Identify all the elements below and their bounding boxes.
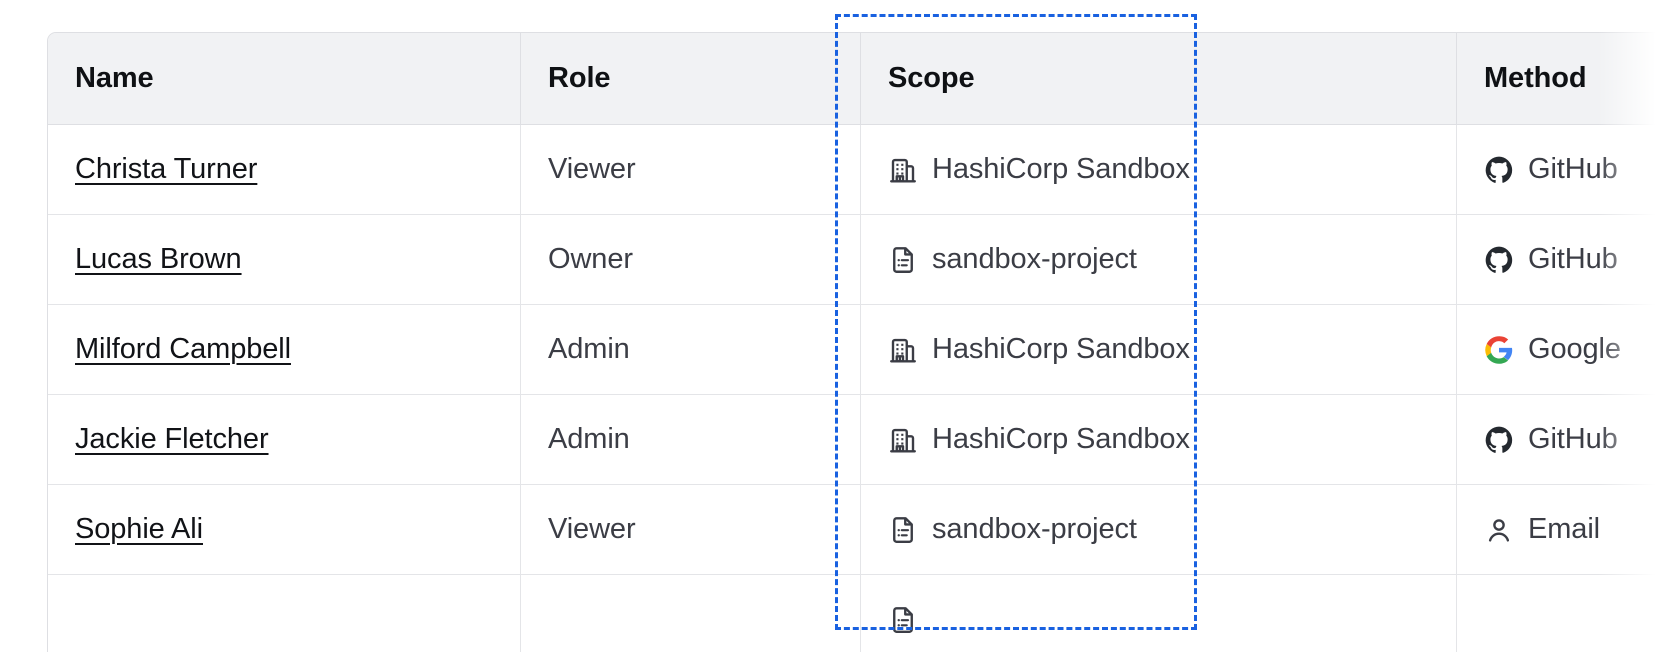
table-row[interactable]: Sophie Ali Viewer sandbox-project Email: [48, 485, 1672, 575]
table-row[interactable]: Christa Turner Viewer HashiCorp Sandbox Git…: [48, 125, 1672, 215]
cell-role: Admin: [520, 305, 860, 395]
cell-role: [520, 575, 860, 652]
member-name-link[interactable]: Christa Turner: [75, 153, 258, 185]
method-label: GitHub: [1528, 423, 1618, 455]
cell-scope: sandbox-project: [860, 215, 1456, 305]
cell-method: Email: [1456, 485, 1672, 575]
cell-name: Lucas Brown: [48, 215, 520, 305]
table-header: Name Role Scope Method: [48, 33, 1672, 125]
cell-scope: [860, 575, 1456, 652]
scope-label: HashiCorp Sandbox: [932, 333, 1190, 365]
project-document-icon: [888, 245, 918, 275]
column-header-method[interactable]: Method: [1456, 33, 1672, 125]
cell-name: [48, 575, 520, 652]
cell-name: Milford Campbell: [48, 305, 520, 395]
github-icon: [1484, 155, 1514, 185]
organization-icon: [888, 155, 918, 185]
method-label: Email: [1528, 513, 1601, 545]
cell-role: Viewer: [520, 485, 860, 575]
member-name-link[interactable]: Jackie Fletcher: [75, 423, 269, 455]
method-label: GitHub: [1528, 243, 1618, 275]
column-header-scope[interactable]: Scope: [860, 33, 1456, 125]
cell-scope: sandbox-project: [860, 485, 1456, 575]
cell-method: Google: [1456, 305, 1672, 395]
cell-name: Sophie Ali: [48, 485, 520, 575]
column-header-name[interactable]: Name: [48, 33, 520, 125]
scope-label: HashiCorp Sandbox: [932, 153, 1190, 185]
organization-icon: [888, 425, 918, 455]
cell-method: [1456, 575, 1672, 652]
cell-scope: HashiCorp Sandbox: [860, 305, 1456, 395]
cell-method: GitHub: [1456, 395, 1672, 485]
cell-name: Jackie Fletcher: [48, 395, 520, 485]
cell-role: Owner: [520, 215, 860, 305]
cell-role: Admin: [520, 395, 860, 485]
method-label: GitHub: [1528, 153, 1618, 185]
cell-method: GitHub: [1456, 215, 1672, 305]
google-icon: [1484, 335, 1514, 365]
cell-name: Christa Turner: [48, 125, 520, 215]
github-icon: [1484, 425, 1514, 455]
user-icon: [1484, 515, 1514, 545]
scope-label: sandbox-project: [932, 243, 1137, 275]
cell-role: Viewer: [520, 125, 860, 215]
member-name-link[interactable]: Lucas Brown: [75, 243, 242, 275]
table-row[interactable]: Jackie Fletcher Admin HashiCorp Sandbox Git…: [48, 395, 1672, 485]
cell-scope: HashiCorp Sandbox: [860, 395, 1456, 485]
cell-scope: HashiCorp Sandbox: [860, 125, 1456, 215]
table-row[interactable]: Milford Campbell Admin HashiCorp Sandbox Go…: [48, 305, 1672, 395]
scope-label: HashiCorp Sandbox: [932, 423, 1190, 455]
table-row[interactable]: Lucas Brown Owner sandbox-project GitHub: [48, 215, 1672, 305]
project-document-icon: [888, 515, 918, 545]
member-name-link[interactable]: Milford Campbell: [75, 333, 291, 365]
organization-icon: [888, 335, 918, 365]
project-document-icon: [888, 605, 918, 635]
table-header-row: Name Role Scope Method: [48, 33, 1672, 125]
scope-label: sandbox-project: [932, 513, 1137, 545]
github-icon: [1484, 245, 1514, 275]
cell-method: GitHub: [1456, 125, 1672, 215]
member-name-link[interactable]: Sophie Ali: [75, 513, 203, 545]
column-header-role[interactable]: Role: [520, 33, 860, 125]
table-row[interactable]: [48, 575, 1672, 652]
method-label: Google: [1528, 333, 1621, 365]
